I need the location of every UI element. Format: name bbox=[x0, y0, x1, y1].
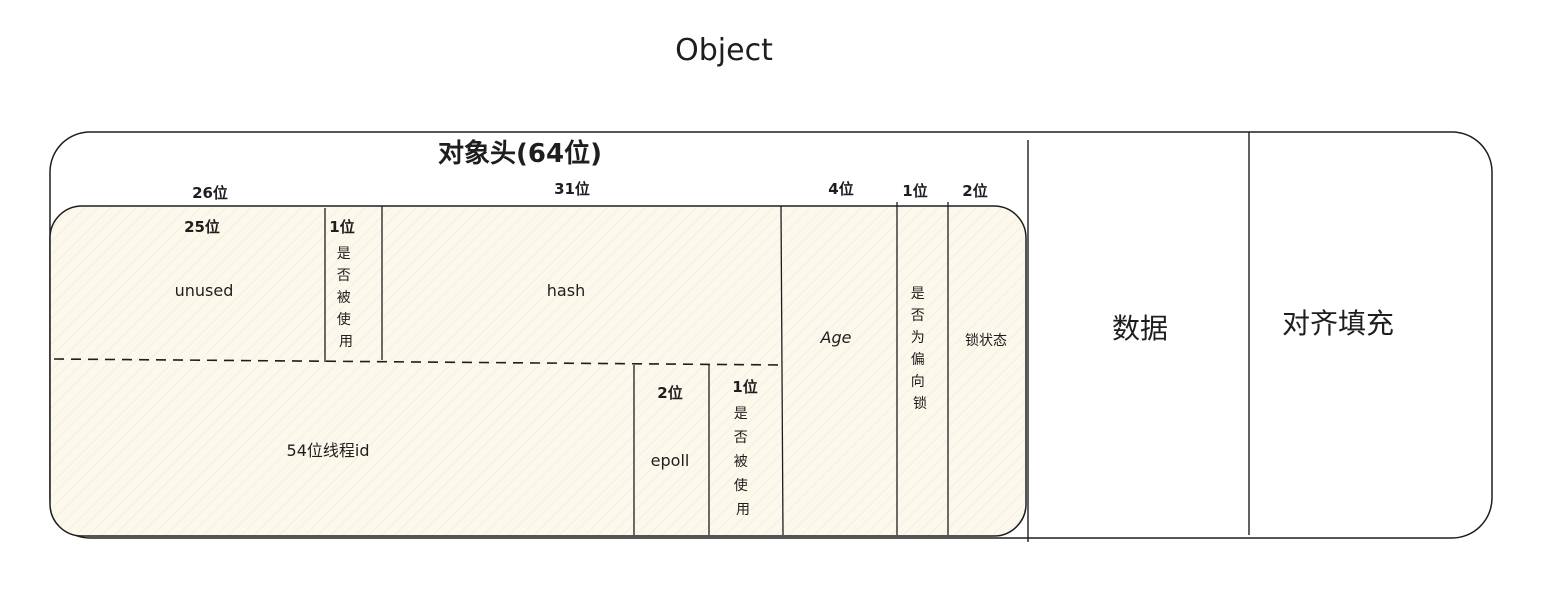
object-header-title: 对象头(64位) bbox=[438, 138, 602, 169]
bits-label-biased: 1位 bbox=[902, 182, 927, 200]
row1-used-bits-label: 1位 bbox=[329, 218, 354, 236]
mark-word-block bbox=[49, 205, 1027, 537]
column-divider-age bbox=[780, 205, 784, 536]
unused-field-label: unused bbox=[175, 281, 234, 300]
row1-used-flag-label: 是 否 被 使 用 bbox=[337, 246, 355, 350]
epoll-field-label: epoll bbox=[651, 451, 690, 470]
diagram-title: Object bbox=[675, 33, 773, 68]
bits-label-lock: 2位 bbox=[962, 182, 987, 200]
lock-state-field-label: 锁状态 bbox=[965, 333, 1007, 349]
row-divider-dashed bbox=[53, 358, 785, 366]
bits-label-hash-group: 31位 bbox=[554, 180, 590, 198]
age-field-label: Age bbox=[820, 328, 852, 347]
thread-id-field-label: 54位线程id bbox=[287, 441, 370, 460]
instance-data-label: 数据 bbox=[1112, 312, 1168, 345]
bits-label-unused-group: 26位 bbox=[192, 184, 228, 202]
row2-used-bits-label: 1位 bbox=[732, 378, 757, 396]
bits-label-age: 4位 bbox=[828, 180, 853, 198]
alignment-padding-label: 对齐填充 bbox=[1282, 307, 1394, 340]
hash-field-label: hash bbox=[547, 281, 585, 300]
unused-bits-label: 25位 bbox=[184, 218, 220, 236]
biased-lock-field-label: 是 否 为 偏 向 锁 bbox=[911, 286, 929, 412]
epoll-bits-label: 2位 bbox=[657, 384, 682, 402]
row2-used-flag-label: 是 否 被 使 用 bbox=[734, 406, 752, 518]
